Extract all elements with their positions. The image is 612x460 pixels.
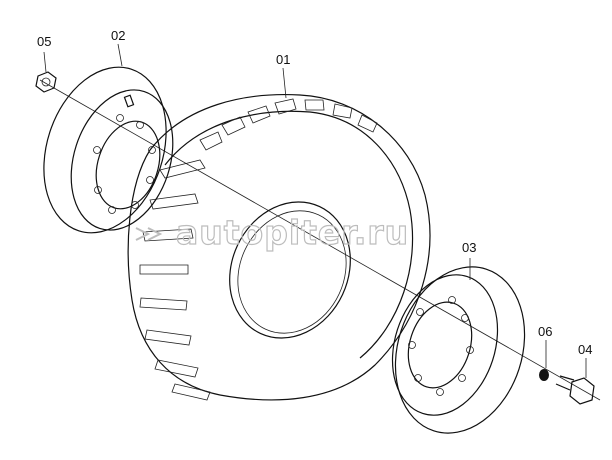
tire-01 <box>127 94 431 401</box>
rim-02 <box>43 66 174 234</box>
leader-01 <box>282 67 287 99</box>
label-04: 04 <box>578 342 592 357</box>
label-02: 02 <box>111 28 125 43</box>
label-01: 01 <box>276 52 290 67</box>
watermark-logo <box>135 227 163 241</box>
leader-02 <box>117 43 123 67</box>
nut-06 <box>539 369 549 381</box>
assembly-axis-line <box>39 79 601 401</box>
label-05: 05 <box>37 34 51 49</box>
label-03: 03 <box>462 240 476 255</box>
leader-05 <box>43 51 47 73</box>
watermark-text: autopiter.ru <box>176 213 409 252</box>
nut-05 <box>35 71 57 93</box>
label-06: 06 <box>538 324 552 339</box>
bolt-04 <box>555 375 595 405</box>
rim-03 <box>391 266 526 434</box>
